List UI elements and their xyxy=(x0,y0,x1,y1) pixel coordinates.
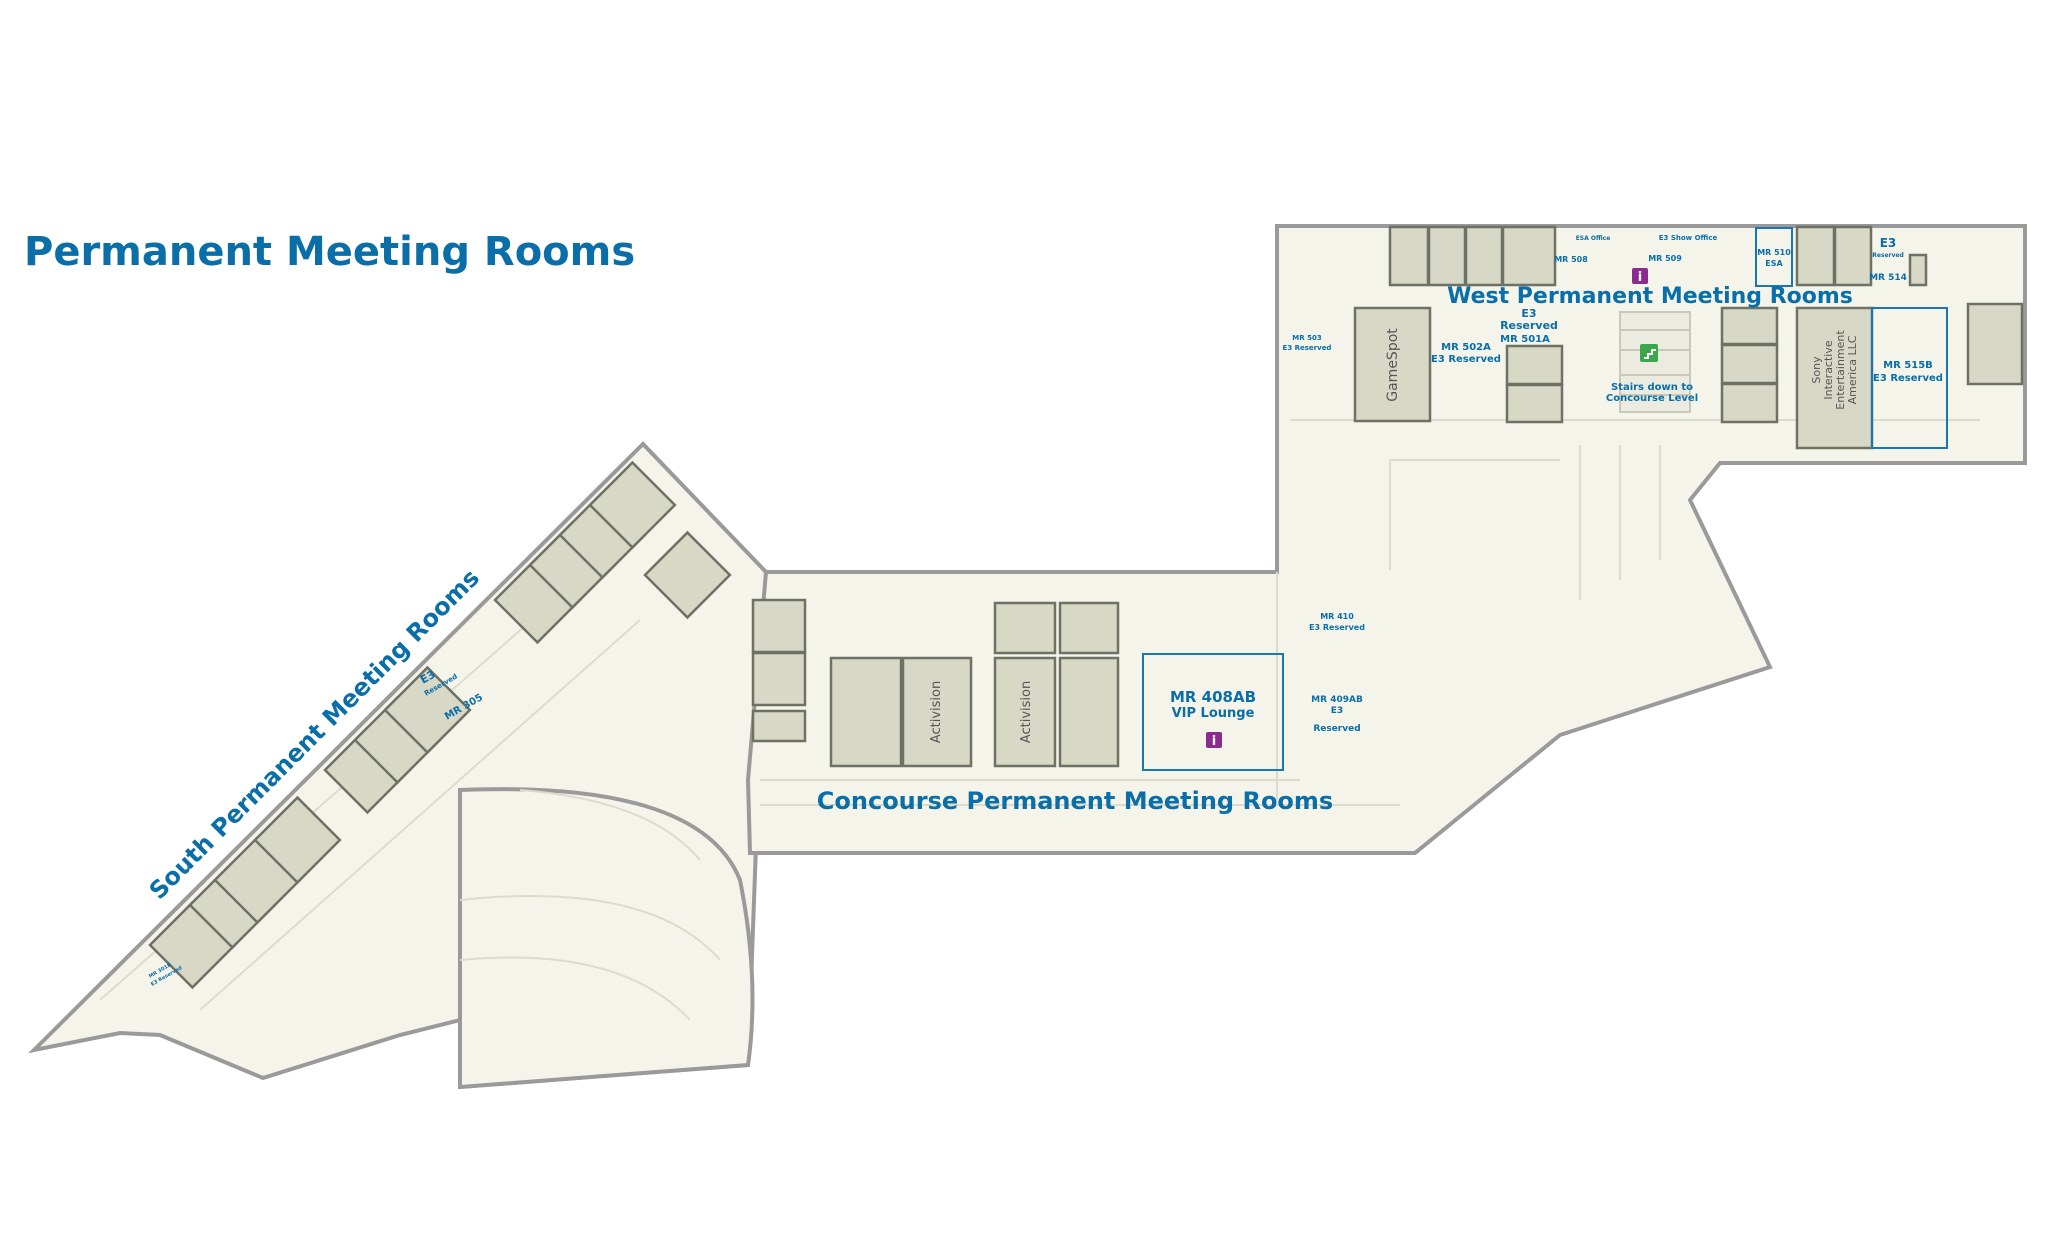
activision-label-1: Activision xyxy=(929,681,944,743)
sony-label-1: Sony xyxy=(1810,356,1823,384)
stairs-label-1: Stairs down to xyxy=(1611,382,1693,393)
esa-office-label: ESA Office xyxy=(1576,235,1611,242)
mr408ab-name: MR 408AB xyxy=(1170,688,1256,706)
map-title: Permanent Meeting Rooms xyxy=(24,229,635,275)
mr408ab-room[interactable] xyxy=(1142,653,1284,771)
e3-show-office-label: E3 Show Office xyxy=(1659,234,1718,242)
mr503-name: MR 503 xyxy=(1292,334,1322,342)
mr410-use: E3 Reserved xyxy=(1309,623,1365,632)
info-icon[interactable]: i xyxy=(1632,268,1648,285)
mr509-label: MR 509 xyxy=(1648,254,1682,263)
mr409ab-use2: Reserved xyxy=(1313,724,1360,734)
mr409ab-name: MR 409AB xyxy=(1311,695,1363,705)
svg-text:i: i xyxy=(1638,270,1642,285)
mr502a-name: MR 502A xyxy=(1441,342,1491,353)
west-booths xyxy=(1353,225,2024,450)
e3-reserved-ne-2: Reserved xyxy=(1872,252,1904,259)
mr408ab-use: VIP Lounge xyxy=(1172,706,1255,721)
mr501a-name: MR 501A xyxy=(1500,334,1550,345)
mr502a-use: E3 Reserved xyxy=(1431,354,1501,365)
e3-reserved-ne-1: E3 xyxy=(1880,236,1897,250)
info-icon[interactable]: i xyxy=(1206,732,1222,749)
sony-label-4: America LLC xyxy=(1846,335,1859,404)
mr510-room[interactable] xyxy=(1755,227,1793,287)
mr515b-room[interactable] xyxy=(1871,307,1948,449)
concourse-booths xyxy=(751,598,1120,768)
mr508-label: MR 508 xyxy=(1554,255,1588,264)
mr501a-use2: Reserved xyxy=(1500,319,1558,332)
south-booths xyxy=(148,460,732,990)
sony-label-3: Entertainment xyxy=(1834,330,1847,410)
mr501a-use1: E3 xyxy=(1521,307,1536,320)
mr409ab-use1: E3 xyxy=(1331,706,1343,716)
stairs-label-2: Concourse Level xyxy=(1606,393,1698,404)
mr515b-use: E3 Reserved xyxy=(1873,373,1943,384)
activision-label-2: Activision xyxy=(1019,681,1034,743)
stairs-icon[interactable] xyxy=(1640,344,1658,362)
mr510-name: MR 510 xyxy=(1757,248,1791,257)
mr514-label: MR 514 xyxy=(1869,273,1907,283)
mr510-use: ESA xyxy=(1765,259,1783,268)
mr503-use: E3 Reserved xyxy=(1283,344,1332,352)
svg-text:i: i xyxy=(1212,734,1216,749)
mr515b-name: MR 515B xyxy=(1883,360,1933,371)
sony-label-2: Interactive xyxy=(1822,340,1835,399)
concourse-area-label: Concourse Permanent Meeting Rooms xyxy=(817,787,1333,815)
gamespot-label: GameSpot xyxy=(1385,328,1401,402)
mr410-name: MR 410 xyxy=(1320,612,1354,621)
west-area-label: West Permanent Meeting Rooms xyxy=(1447,284,1853,309)
south-curved-hall xyxy=(458,787,755,1090)
